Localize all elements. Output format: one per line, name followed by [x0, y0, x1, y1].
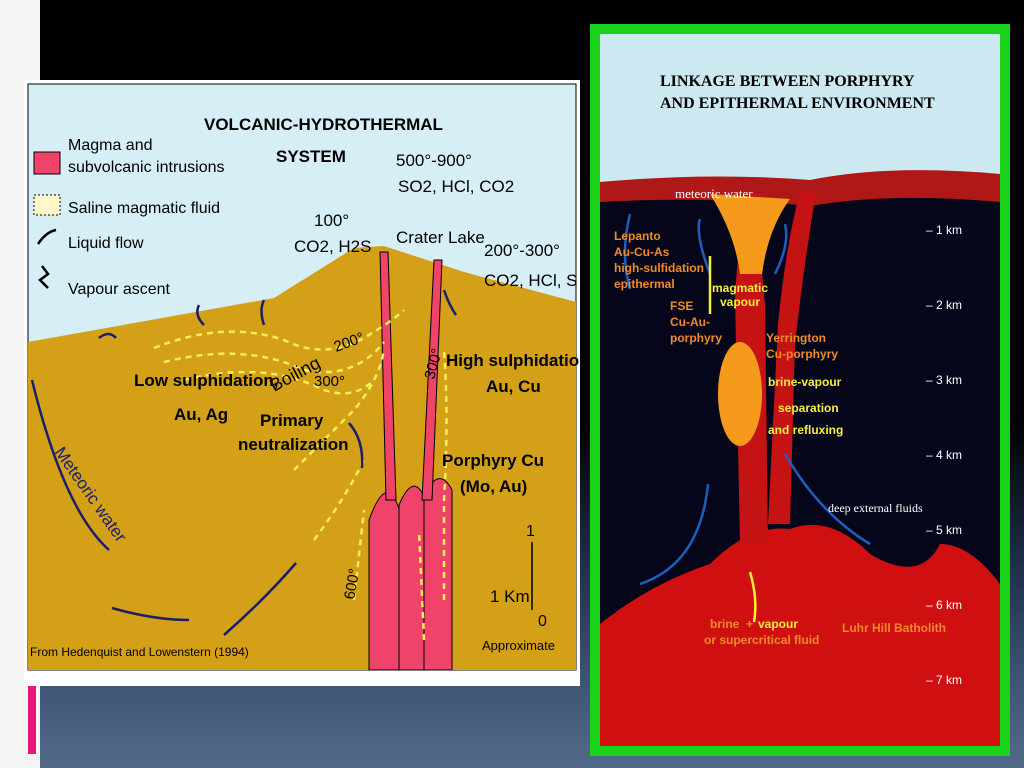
label-so2: SO2, HCl, CO2 — [398, 177, 514, 196]
label-approximate: Approximate — [482, 638, 555, 653]
porphyry-zone — [718, 342, 762, 446]
accent-bar — [28, 686, 36, 754]
scale-top: 1 — [526, 523, 535, 540]
label-brine-vapour-2: separation — [778, 401, 839, 415]
label-meteoric-water-right: meteoric water — [675, 186, 753, 201]
label-fse-2: Cu-Au- — [670, 315, 710, 329]
label-vapour-word: vapour — [758, 617, 798, 631]
legend-flow-icon — [36, 228, 57, 245]
label-supercritical: or supercritical fluid — [704, 633, 819, 647]
isotherm-lines — [153, 309, 448, 641]
label-fse-3: porphyry — [670, 331, 722, 345]
scale-label: 1 Km — [490, 587, 530, 606]
right-title-line2: AND EPITHERMAL ENVIRONMENT — [660, 95, 935, 112]
right-title-line1: LINKAGE BETWEEN PORPHYRY — [660, 73, 915, 90]
label-low-sulph-1: Low sulphidation, — [134, 371, 278, 390]
label-lepanto-2: Au-Cu-As — [614, 245, 670, 259]
label-brine-word: brine — [710, 617, 740, 631]
porphyry-epithermal-figure: LINKAGE BETWEEN PORPHYRY AND EPITHERMAL … — [590, 24, 1010, 756]
vapour-arrows — [708, 256, 757, 623]
label-porphyry-2: (Mo, Au) — [460, 477, 527, 496]
depth-label: – 3 km — [926, 373, 962, 387]
label-magmatic-1: magmatic — [712, 281, 768, 295]
label-brine-vapour-3: and refluxing — [768, 423, 843, 437]
legend-magma-line1: Magma and — [68, 137, 153, 154]
depth-label: – 7 km — [926, 673, 962, 687]
right-conduit — [768, 192, 816, 524]
magma-intrusion — [423, 478, 453, 671]
label-low-sulph-2: Au, Ag — [174, 405, 228, 424]
label-temp-100: 100° — [314, 211, 349, 230]
label-brine-vapour-1: brine-vapour — [768, 375, 842, 389]
volcanic-diagram-svg: VOLCANIC-HYDROTHERMAL SYSTEM Magma and s… — [27, 83, 594, 671]
flow-arrows — [30, 289, 458, 636]
label-co2-h2s: CO2, H2S — [294, 237, 371, 256]
surface-layer — [600, 170, 1000, 206]
legend-liquid-flow: Liquid flow — [68, 235, 144, 252]
label-magmatic-2: vapour — [720, 295, 760, 309]
depth-label: – 4 km — [926, 448, 962, 462]
epithermal-zone — [710, 194, 790, 274]
label-batholith: Luhr Hill Batholith — [842, 621, 946, 635]
legend-saline-swatch — [33, 194, 61, 216]
label-fse-1: FSE — [670, 299, 693, 313]
depth-label: – 1 km — [926, 223, 962, 237]
label-co2-hcl-s: CO2, HCl, S — [484, 271, 578, 290]
depth-scale: – 1 km – 2 km – 3 km – 4 km – 5 km – 6 km – 7 … — [926, 223, 962, 687]
left-title-line2: SYSTEM — [276, 147, 346, 166]
legend-saline: Saline magmatic fluid — [68, 200, 220, 217]
label-high-sulph-2: Au, Cu — [486, 377, 541, 396]
label-yerrington-2: Cu-porphyry — [766, 347, 838, 361]
legend-magma-line2: subvolcanic intrusions — [68, 159, 225, 176]
source-credit: From Hedenquist and Lowenstern (1994) — [30, 645, 249, 659]
label-lepanto-4: epithermal — [614, 277, 675, 291]
depth-label: – 2 km — [926, 298, 962, 312]
depth-label: – 5 km — [926, 523, 962, 537]
label-iso-600: 600° — [341, 567, 363, 601]
label-high-sulph-1: High sulphidation, — [446, 351, 580, 370]
label-iso-300-left: 300° — [314, 373, 345, 390]
label-lepanto-3: high-sulfidation — [614, 261, 704, 275]
left-title-line1: VOLCANIC-HYDROTHERMAL — [204, 115, 443, 134]
magma-dike — [421, 259, 443, 501]
magma-conduit — [379, 251, 397, 501]
legend-vapour-icon — [38, 265, 50, 289]
label-temp-500-900: 500°-900° — [396, 151, 472, 170]
porphyry-diagram-svg: LINKAGE BETWEEN PORPHYRY AND EPITHERMAL … — [600, 34, 1000, 746]
legend-magma-swatch — [33, 151, 61, 175]
panel-sky — [600, 34, 1000, 182]
label-yerrington-1: Yerrington — [766, 331, 826, 345]
label-temp-200-300: 200°-300° — [484, 241, 560, 260]
label-primary-1: Primary — [260, 411, 324, 430]
label-plus: + — [746, 617, 753, 631]
batholith — [600, 524, 1000, 746]
label-crater-lake: Crater Lake — [396, 228, 485, 247]
label-primary-2: neutralization — [238, 435, 349, 454]
volcanic-hydrothermal-figure: VOLCANIC-HYDROTHERMAL SYSTEM Magma and s… — [24, 80, 594, 686]
fluid-arrows — [623, 213, 871, 586]
scale-bottom: 0 — [538, 613, 547, 630]
label-deep-fluids: deep external fluids — [828, 501, 923, 515]
depth-label: – 6 km — [926, 598, 962, 612]
legend-vapour-ascent: Vapour ascent — [68, 281, 171, 298]
label-porphyry-1: Porphyry Cu — [442, 451, 544, 470]
label-lepanto-1: Lepanto — [614, 229, 661, 243]
